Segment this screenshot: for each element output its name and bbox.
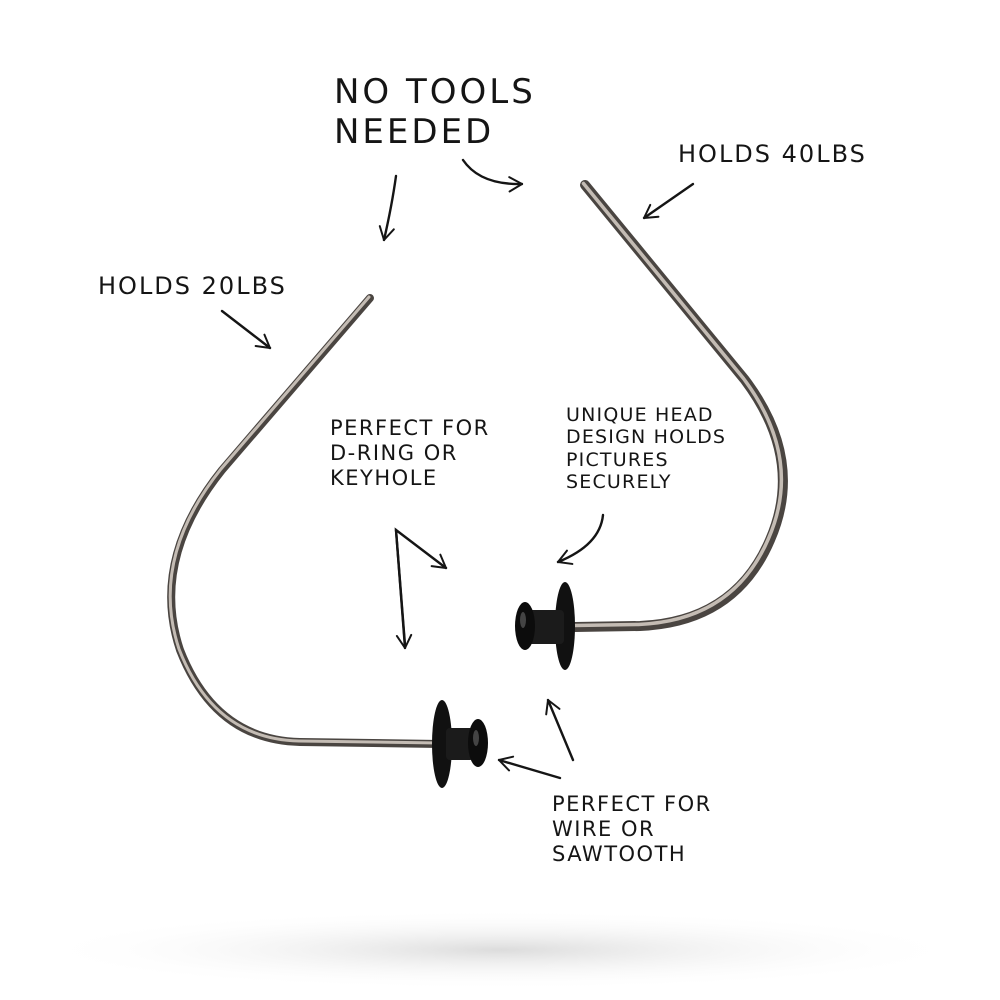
callout-unique-head-design: UNIQUE HEAD DESIGN HOLDS PICTURES SECURE… — [566, 404, 727, 494]
floor-shadow — [30, 910, 970, 990]
callout-holds-40lbs: HOLDS 40lbs — [678, 140, 867, 168]
callout-no-tools-needed: NO TOOLS NEEDED — [334, 72, 536, 153]
right-hanger-head — [515, 582, 575, 670]
arrow-d-ring-down — [394, 528, 413, 650]
arrow-wire-left — [497, 755, 562, 780]
arrow-wire-up — [545, 698, 575, 762]
arrow-no-tools-down — [378, 174, 398, 242]
left-hanger-head — [432, 700, 488, 788]
left-hanger — [167, 294, 488, 788]
arrow-unique-head — [556, 513, 605, 565]
callout-holds-20lbs: HOLDS 20lbs — [98, 272, 287, 300]
callout-perfect-for-wire: PERFECT FOR WIRE OR SAWTOOTH — [552, 792, 712, 866]
arrow-holds-20 — [220, 309, 272, 350]
right-hanger — [515, 180, 788, 670]
arrow-no-tools-right — [461, 158, 524, 193]
arrow-holds-40 — [642, 182, 695, 220]
callout-perfect-for-d-ring: PERFECT FOR D-RING OR KEYHOLE — [330, 416, 490, 490]
annotation-arrows — [220, 158, 695, 780]
